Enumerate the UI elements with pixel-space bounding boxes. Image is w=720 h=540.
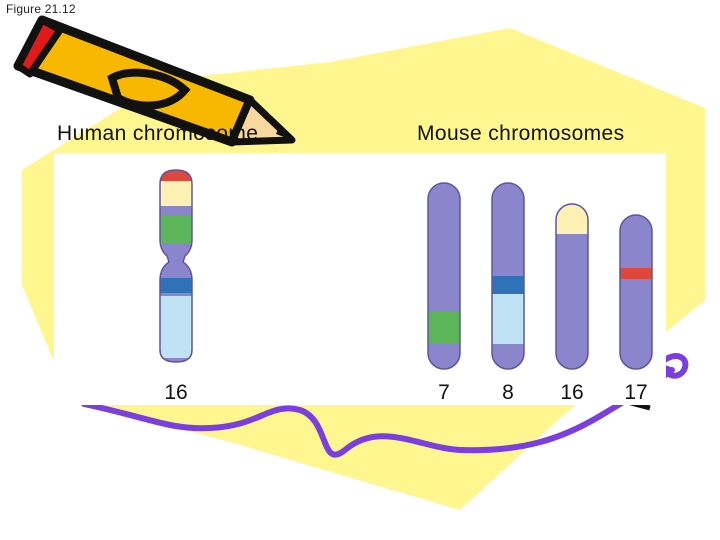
band-red — [620, 268, 652, 279]
band-light-blue — [160, 296, 192, 358]
mouse-chromosome-number: 16 — [560, 381, 584, 404]
mouse-chromosome-7 — [427, 182, 461, 370]
band-green — [428, 312, 460, 344]
pencil-icon — [13, 15, 296, 147]
band-green — [160, 215, 192, 243]
mouse-chromosome-16 — [555, 203, 589, 370]
mouse-chromosome-number: 7 — [438, 381, 450, 404]
purple-squiggle-line — [81, 367, 675, 458]
band-blue — [492, 276, 524, 294]
mouse-chromosome-17 — [619, 214, 653, 370]
band-red — [160, 170, 192, 181]
mouse-chromosome-8 — [491, 182, 525, 370]
mouse-panel-title: Mouse chromosomes — [417, 122, 625, 145]
band-yellow — [160, 181, 192, 206]
figure-label: Figure 21.12 — [6, 2, 76, 16]
human-panel-title: Human chromosome — [57, 122, 259, 145]
band-light-blue — [492, 294, 524, 344]
mouse-chromosome-number: 8 — [502, 381, 514, 404]
mouse-chromosome-number: 17 — [624, 381, 648, 404]
band-blue — [160, 278, 192, 293]
human-chromosome-number: 16 — [164, 381, 188, 404]
human-chromosome-16 — [159, 169, 193, 363]
